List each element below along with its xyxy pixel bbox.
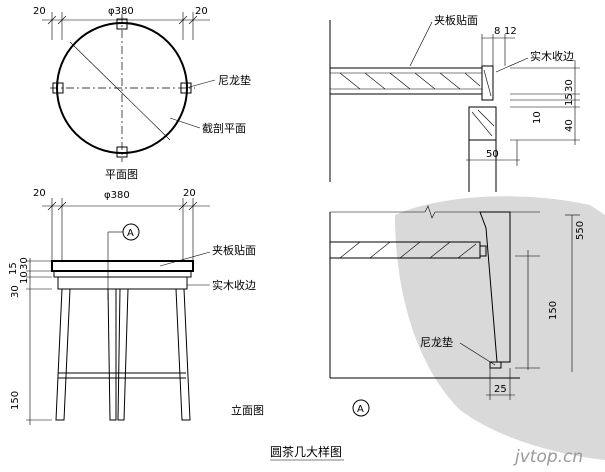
plan-label-cut-plane: 截剖平面 bbox=[202, 121, 246, 135]
detail-dim-30: 30 bbox=[564, 79, 575, 92]
elev-leg-left bbox=[55, 288, 71, 421]
detail-nylon-pad bbox=[489, 361, 502, 369]
elev-label-solid-edge: 实木收边 bbox=[212, 278, 256, 292]
plan-view: 20 φ380 20 尼龙垫 截剖平面 平面图 bbox=[33, 6, 251, 181]
elevation-view: 20 φ380 20 A 夹板贴面 实木收边 15 30 bbox=[8, 188, 264, 425]
detail-label-plywood: 夹板贴面 bbox=[434, 13, 478, 27]
plan-pad-left bbox=[52, 82, 64, 94]
plan-dim-left: 20 bbox=[33, 6, 46, 17]
plan-caption: 平面图 bbox=[105, 168, 138, 181]
watermark: jvtop.cn bbox=[395, 196, 605, 467]
elev-leg-mid-right bbox=[117, 288, 129, 421]
detail-dim-10: 10 bbox=[532, 111, 543, 124]
elev-leg-right bbox=[175, 288, 191, 421]
detail-a: 夹板贴面 实木收边 8 12 30 15 10 40 50 bbox=[329, 13, 586, 417]
elev-dim-30b: 30 bbox=[10, 285, 21, 298]
drawing-title: 圆茶几大样图 bbox=[270, 444, 342, 459]
elev-leg-mid-left bbox=[107, 288, 117, 421]
detail-dim-150: 150 bbox=[548, 301, 559, 320]
watermark-text: jvtop.cn bbox=[513, 447, 583, 467]
detail-marker: A bbox=[357, 404, 364, 415]
detail-dim-50: 50 bbox=[486, 149, 499, 160]
elev-dim-10: 10 bbox=[19, 271, 30, 284]
detail-dim-25: 25 bbox=[494, 384, 507, 395]
elev-dim-150: 150 bbox=[10, 391, 21, 410]
plan-label-nylon-pad: 尼龙垫 bbox=[218, 73, 251, 87]
elev-dim-diameter: φ380 bbox=[104, 190, 130, 201]
detail-leg bbox=[479, 211, 511, 363]
elev-detail-marker: A bbox=[127, 228, 134, 239]
elev-dim-left: 20 bbox=[33, 188, 46, 199]
plan-pad-bottom bbox=[116, 146, 128, 158]
elev-apron bbox=[57, 276, 188, 290]
detail-dim-40: 40 bbox=[564, 119, 575, 132]
detail-tabletop bbox=[329, 67, 483, 95]
elev-label-plywood: 夹板贴面 bbox=[212, 243, 256, 257]
plan-pad-right bbox=[180, 82, 192, 94]
detail-apron bbox=[468, 106, 497, 141]
plan-dim-diameter: φ380 bbox=[108, 6, 134, 17]
detail-label-solid-edge: 实木收边 bbox=[530, 49, 574, 63]
elev-dim-15: 15 bbox=[8, 262, 19, 275]
detail-dim-15: 15 bbox=[564, 93, 575, 106]
detail-solid-edge bbox=[481, 65, 494, 101]
detail-label-nylon-pad: 尼龙垫 bbox=[420, 335, 453, 349]
elev-caption: 立面图 bbox=[231, 403, 264, 417]
elev-dim-30a: 30 bbox=[19, 257, 30, 270]
plan-dim-right: 20 bbox=[195, 6, 208, 17]
detail-dim-550: 550 bbox=[575, 221, 586, 240]
elev-dim-right: 20 bbox=[183, 188, 196, 199]
detail-dim-12: 12 bbox=[504, 26, 517, 37]
plan-pad-top bbox=[116, 18, 128, 30]
detail-dim-8: 8 bbox=[494, 26, 500, 37]
